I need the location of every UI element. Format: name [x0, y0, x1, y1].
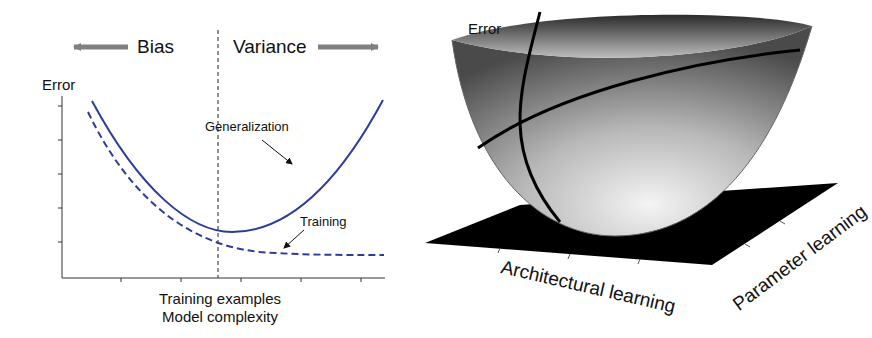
- axis-title: Training examples: [159, 290, 281, 307]
- generalization-curve: [92, 100, 383, 232]
- axis-title: Architectural learning: [499, 256, 678, 317]
- architecture-slice: [520, 12, 560, 222]
- variance-label: Variance: [233, 36, 307, 58]
- bias-arrow: [74, 45, 128, 50]
- variance-arrow: [318, 45, 378, 50]
- divider-line: [218, 30, 219, 278]
- axis-title: Model complexity: [162, 308, 278, 325]
- training-curve: [88, 112, 384, 255]
- error-surface: [452, 26, 812, 236]
- axis-title: Error: [468, 20, 501, 37]
- curve-label: Training: [300, 215, 346, 230]
- leader-line: [262, 140, 292, 164]
- bias-label: Bias: [137, 36, 174, 58]
- curve-label: Generalization: [205, 120, 289, 135]
- surface-top: [452, 15, 812, 58]
- axis-title: Error: [42, 76, 75, 93]
- leader-line: [284, 230, 304, 248]
- axes: [58, 96, 385, 282]
